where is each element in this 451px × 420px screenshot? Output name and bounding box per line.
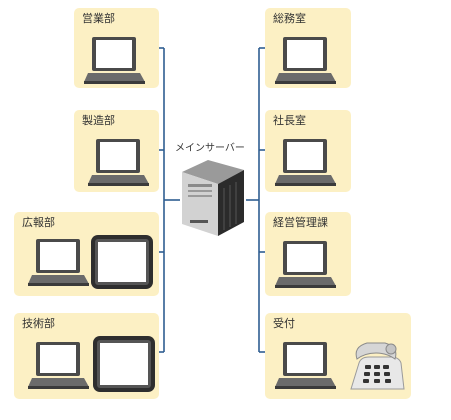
department-label: 技術部	[22, 317, 55, 330]
laptop-icon	[88, 139, 149, 186]
department-box-presidents-office: 社長室	[265, 110, 351, 192]
department-box-reception: 受付	[265, 313, 411, 399]
department-label: 社長室	[273, 114, 306, 127]
department-box-sales: 営業部	[74, 8, 159, 88]
laptop-icon	[84, 37, 145, 84]
telephone-icon	[350, 342, 405, 390]
department-label: 受付	[273, 317, 295, 330]
department-label: 営業部	[82, 12, 115, 25]
server-icon	[182, 160, 244, 236]
laptop-icon	[275, 342, 336, 389]
department-box-general-affairs: 総務室	[265, 8, 351, 88]
tablet-icon	[93, 336, 155, 392]
laptop-icon	[275, 241, 336, 288]
laptop-icon	[275, 139, 336, 186]
department-label: 広報部	[22, 216, 55, 229]
department-box-engineering: 技術部	[14, 313, 159, 399]
department-label: 経営管理課	[273, 216, 328, 229]
laptop-icon	[28, 342, 89, 389]
tablet-icon	[91, 235, 153, 289]
department-label: 総務室	[273, 12, 306, 25]
department-box-manufacturing: 製造部	[74, 110, 159, 192]
department-label: 製造部	[82, 114, 115, 127]
laptop-icon	[275, 37, 336, 84]
department-box-management: 経営管理課	[265, 212, 351, 296]
server-label: メインサーバー	[175, 143, 245, 154]
department-box-pr: 広報部	[14, 212, 159, 296]
laptop-icon	[28, 239, 89, 286]
